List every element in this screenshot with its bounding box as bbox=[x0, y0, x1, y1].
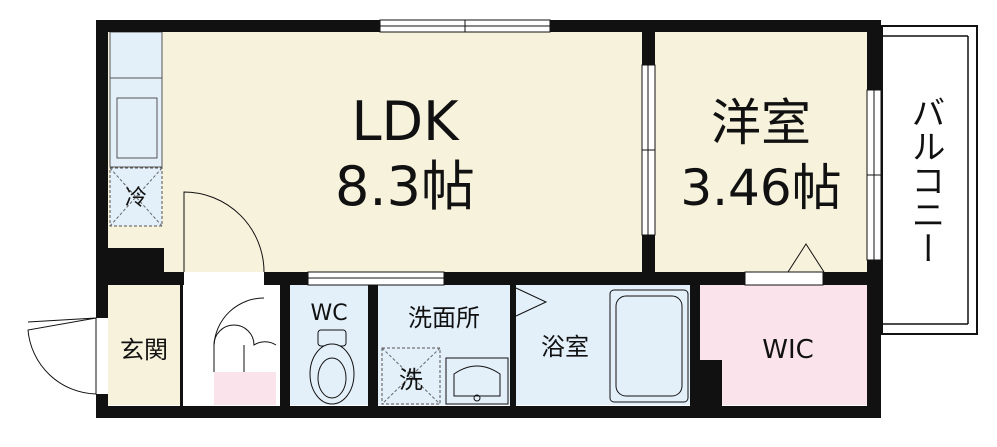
bath-label: 浴室 bbox=[541, 333, 589, 361]
western-room-fill bbox=[655, 32, 867, 272]
balcony-area bbox=[881, 25, 978, 335]
ldk-fill bbox=[164, 32, 642, 272]
entrance-door-swing bbox=[27, 317, 97, 395]
genkan-fill bbox=[108, 285, 180, 405]
western-room-size: 3.46帖 bbox=[680, 159, 841, 217]
wall-bottom bbox=[96, 406, 881, 418]
hall-door-swing bbox=[183, 191, 265, 273]
washer-label: 洗 bbox=[399, 366, 423, 394]
western-room-label: 洋室 bbox=[711, 94, 811, 152]
wall-middle bbox=[108, 272, 880, 285]
ldk-size: 8.3帖 bbox=[335, 155, 475, 218]
shoe-box bbox=[214, 372, 276, 405]
wic-label: WIC bbox=[762, 335, 814, 365]
wc-label: WC bbox=[310, 301, 347, 326]
fridge-label: 冷 bbox=[125, 186, 147, 211]
washroom-label: 洗面所 bbox=[408, 304, 480, 332]
wic-fill bbox=[700, 285, 867, 405]
kitchen-sink bbox=[116, 97, 158, 159]
ldk-label: LDK bbox=[351, 90, 460, 153]
balcony-label: バルコニー bbox=[905, 95, 945, 265]
genkan-label: 玄関 bbox=[120, 336, 168, 364]
